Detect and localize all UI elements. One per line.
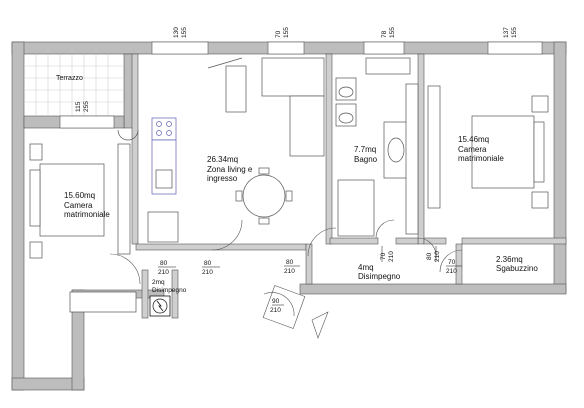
door-dimension-text: 80 210 80 210 80 210 70 210 80 210 70 21… xyxy=(158,251,457,314)
window1-height: 155 xyxy=(181,27,188,38)
interior-walls xyxy=(131,53,567,319)
camera2-area: 15.46mq xyxy=(458,135,489,144)
bedroom1-furniture xyxy=(29,129,139,313)
bagno-name: Bagno xyxy=(354,155,378,164)
door2-height: 210 xyxy=(202,269,213,276)
window2-width: 70 xyxy=(275,30,282,38)
living-furniture xyxy=(147,57,325,243)
window3-width: 78 xyxy=(381,30,388,38)
sgabuzzino-area: 2.36mq xyxy=(496,255,523,264)
door4-height: 210 xyxy=(388,251,395,262)
living-area: 26.34mq xyxy=(207,155,238,164)
room-labels: Terrazzo 15.60mq Camera matrimoniale 26.… xyxy=(56,75,538,294)
window4-width: 137 xyxy=(503,27,510,38)
bathroom-furniture xyxy=(335,57,419,237)
sgabuzzino-name: Sgabuzzino xyxy=(496,264,538,273)
electrical-panel-icon xyxy=(149,295,171,317)
window4-height: 155 xyxy=(511,27,518,38)
window1-width: 130 xyxy=(173,27,180,38)
terrazzo-label: Terrazzo xyxy=(56,75,83,82)
window3-height: 155 xyxy=(389,27,396,38)
door5-width: 80 xyxy=(426,252,433,260)
bedroom2-furniture xyxy=(427,85,549,209)
terrace-floor xyxy=(24,54,124,116)
door-dimensions xyxy=(158,246,462,306)
camera2-name-1: Camera xyxy=(458,145,487,154)
door3-width: 80 xyxy=(286,259,294,266)
window-dimensions: 130 155 70 155 78 155 137 155 115 255 xyxy=(75,27,518,112)
door7-width: 90 xyxy=(272,298,280,305)
door2-width: 80 xyxy=(204,260,212,267)
door1-width: 80 xyxy=(160,260,168,267)
camera1-name-1: Camera xyxy=(64,201,93,210)
door5-height: 210 xyxy=(434,251,441,262)
door7-height: 210 xyxy=(270,307,281,314)
dining-table xyxy=(242,174,286,218)
door1-height: 210 xyxy=(158,269,169,276)
camera1-area: 15.60mq xyxy=(64,191,95,200)
door4-width: 70 xyxy=(380,252,387,260)
small-disimpegno-area: 2mq xyxy=(152,279,165,286)
disimpegno-area: 4mq xyxy=(358,263,374,272)
window2-height: 155 xyxy=(283,27,290,38)
camera2-name-2: matrimoniale xyxy=(458,154,504,163)
living-name-2: ingresso xyxy=(207,174,238,183)
bagno-area: 7.7mq xyxy=(354,145,376,154)
living-name-1: Zona living e xyxy=(207,165,253,174)
window5-width: 115 xyxy=(75,101,82,112)
window5-height: 255 xyxy=(83,101,90,112)
door6-height: 210 xyxy=(446,268,457,275)
disimpegno-name: Disimpegno xyxy=(358,272,401,281)
camera1-name-2: matrimoniale xyxy=(64,210,110,219)
door-swings xyxy=(109,219,463,339)
door6-width: 70 xyxy=(448,259,456,266)
door3-height: 210 xyxy=(284,268,295,275)
windows xyxy=(59,41,543,129)
small-disimpegno-name: Disimpegno xyxy=(152,287,187,294)
